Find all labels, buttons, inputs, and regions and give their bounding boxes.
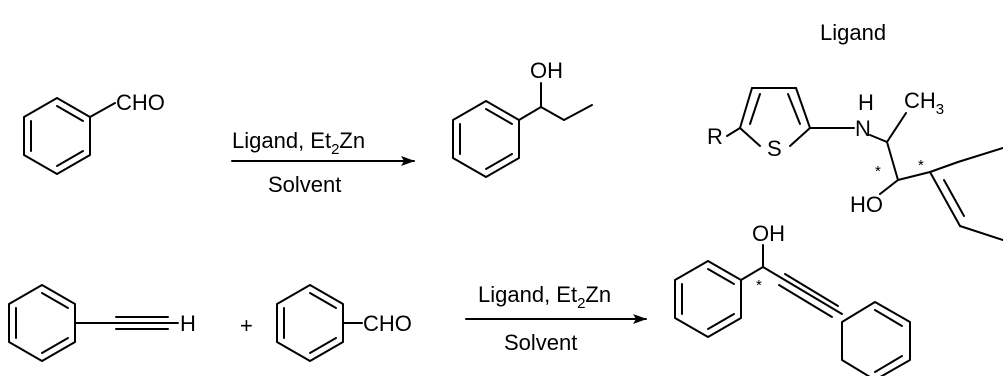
ligand-amine-n-label: N xyxy=(855,116,871,141)
reaction1-solvent-label: Solvent xyxy=(268,172,341,197)
ligand-hydroxyl-label: HO xyxy=(850,192,883,217)
benzaldehyde-structure xyxy=(23,97,116,175)
ligand-methyl-label: CH3 xyxy=(904,88,944,118)
alkyne-h-label: H xyxy=(180,311,196,336)
reaction1-reagent-label: Ligand, Et2Zn xyxy=(232,128,365,158)
benzaldehyde-cho-label: CHO xyxy=(116,90,165,115)
ligand-stereo-mark-1: * xyxy=(875,163,881,180)
benzaldehyde-2-cho-label: CHO xyxy=(363,311,412,336)
ligand-amine-h-label: H xyxy=(858,90,874,115)
reaction2-reagent-label: Ligand, Et2Zn xyxy=(478,282,611,312)
phenylacetylene-structure xyxy=(8,284,179,362)
ligand-sulfur-label: S xyxy=(767,136,782,161)
ligand-structure xyxy=(726,87,1003,241)
reaction2-solvent-label: Solvent xyxy=(504,330,577,355)
ligand-title: Ligand xyxy=(820,20,886,45)
ligand-stereo-mark-2: * xyxy=(918,157,924,174)
ligand-r-label: R xyxy=(707,124,723,149)
plus-sign: + xyxy=(240,313,253,338)
diphenylpropynol-structure xyxy=(674,244,911,376)
product1-oh-label: OH xyxy=(530,58,563,83)
benzaldehyde-2-structure xyxy=(276,284,363,362)
product2-stereo-mark: * xyxy=(756,277,762,294)
product2-oh-label: OH xyxy=(752,221,785,246)
phenylpropanol-structure xyxy=(452,82,593,178)
